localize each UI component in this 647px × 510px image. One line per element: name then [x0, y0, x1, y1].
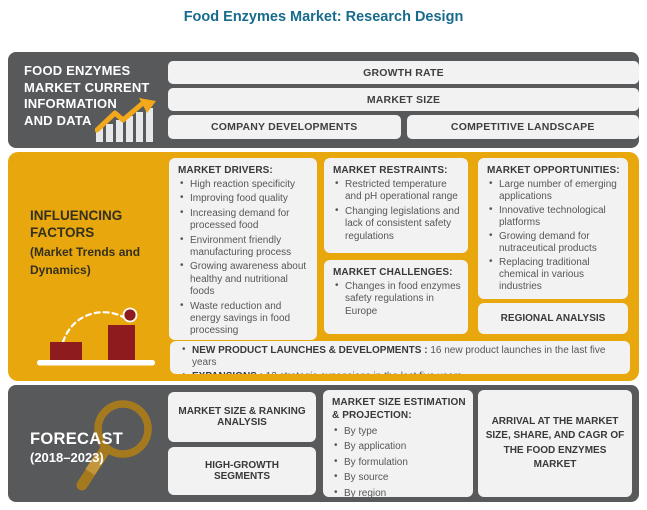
subheading-line: Dynamics): [30, 262, 91, 277]
list-item: By type: [332, 425, 466, 438]
item-text: 16 new product launches in the last five…: [192, 345, 606, 369]
market-restraints-list: Restricted temperature and pH operationa…: [333, 178, 461, 243]
box-label: ARRIVAL AT THE MARKET SIZE, SHARE, AND C…: [485, 415, 625, 471]
heading-line: INFORMATION: [24, 96, 117, 112]
market-challenges-list: Changes in food enzymes safety regulatio…: [333, 280, 461, 318]
box-label: MARKET SIZE & RANKING ANALYSIS: [178, 406, 306, 428]
activity-list: NEW PRODUCT LAUNCHES & DEVELOPMENTS : 16…: [180, 344, 622, 374]
list-item: Changing legislations and lack of consis…: [333, 205, 461, 243]
market-opportunities-card: MARKET OPPORTUNITIES: Large number of em…: [478, 158, 628, 299]
magnifying-glass-icon: [70, 393, 154, 498]
market-restraints-card: MARKET RESTRAINTS: Restricted temperatur…: [324, 158, 468, 253]
forecast-heading: FORECAST (2018–2023): [30, 429, 123, 467]
heading-line: FORECAST: [30, 430, 124, 448]
regional-analysis-box: REGIONAL ANALYSIS: [478, 303, 628, 334]
launches-expansions-card: NEW PRODUCT LAUNCHES & DEVELOPMENTS : 16…: [170, 341, 630, 374]
list-item: Large number of emerging applications: [487, 178, 621, 203]
card-title: MARKET OPPORTUNITIES:: [487, 165, 620, 176]
subheading-line: (Market Trends and: [30, 244, 141, 259]
list-item: Innovative technological platforms: [487, 204, 621, 229]
market-size-ranking-box: MARKET SIZE & RANKING ANALYSIS: [168, 392, 316, 442]
card-title: MARKET CHALLENGES:: [333, 267, 453, 278]
item-label: EXPANSIONS :: [192, 371, 263, 374]
list-item: By formulation: [332, 456, 466, 469]
list-item: NEW PRODUCT LAUNCHES & DEVELOPMENTS : 16…: [180, 344, 622, 370]
market-size-estimation-card: MARKET SIZE ESTIMATION & PROJECTION: By …: [323, 390, 473, 497]
card-title: MARKET SIZE ESTIMATION & PROJECTION:: [332, 397, 466, 421]
bar-chart-growth-icon: [94, 98, 157, 142]
growth-rate-box: GROWTH RATE: [168, 61, 639, 84]
list-item: Improving food quality: [178, 192, 310, 205]
market-drivers-card: MARKET DRIVERS: High reaction specificit…: [169, 158, 317, 340]
market-opportunities-list: Large number of emerging applications In…: [487, 178, 621, 293]
item-label: NEW PRODUCT LAUNCHES & DEVELOPMENTS :: [192, 345, 428, 356]
heading-line: AND DATA: [24, 112, 92, 128]
item-text: 13 strategic expansions in the last five…: [263, 371, 462, 374]
list-item: Increasing demand for processed food: [178, 207, 310, 233]
heading-line: FACTORS: [30, 224, 95, 240]
influencing-factors-heading: INFLUENCING FACTORS (Market Trends and D…: [30, 208, 140, 278]
list-item: By application: [332, 440, 466, 453]
company-developments-box: COMPANY DEVELOPMENTS: [168, 115, 401, 139]
heading-line: MARKET CURRENT: [24, 79, 150, 95]
section-forecast: FORECAST (2018–2023) MARKET SIZE & RANKI…: [8, 385, 639, 502]
list-item: Environment friendly manufacturing proce…: [178, 234, 310, 260]
competitive-landscape-box: COMPETITIVE LANDSCAPE: [406, 115, 639, 139]
list-item: By region: [332, 487, 466, 497]
list-item: Replacing traditional chemical in variou…: [487, 256, 621, 293]
heading-line: INFLUENCING: [30, 208, 123, 223]
section-current-information: FOOD ENZYMES MARKET CURRENT INFORMATION …: [8, 52, 639, 148]
market-challenges-card: MARKET CHALLENGES: Changes in food enzym…: [324, 260, 468, 334]
page-title: Food Enzymes Market: Research Design: [183, 9, 464, 25]
box-label: HIGH-GROWTH SEGMENTS: [205, 460, 279, 482]
market-size-box: MARKET SIZE: [168, 88, 639, 111]
high-growth-segments-box: HIGH-GROWTH SEGMENTS: [168, 447, 316, 495]
bouncing-ball-growth-icon: [33, 304, 161, 372]
arrival-market-size-box: ARRIVAL AT THE MARKET SIZE, SHARE, AND C…: [478, 390, 632, 497]
top-boxes: GROWTH RATE MARKET SIZE COMPANY DEVELOPM…: [168, 61, 639, 139]
list-item: By source: [332, 471, 466, 484]
list-item: EXPANSIONS : 13 strategic expansions in …: [180, 370, 622, 374]
list-item: Restricted temperature and pH operationa…: [333, 178, 461, 204]
subheading-line: (2018–2023): [30, 450, 104, 466]
list-item: Changes in food enzymes safety regulatio…: [333, 280, 461, 318]
market-drivers-list: High reaction specificity Improving food…: [178, 178, 310, 338]
card-title: MARKET DRIVERS:: [178, 165, 273, 176]
card-title: MARKET RESTRAINTS:: [333, 165, 448, 176]
section-current-information-heading: FOOD ENZYMES MARKET CURRENT INFORMATION …: [24, 63, 150, 130]
list-item: Waste reduction and energy savings in fo…: [178, 300, 310, 338]
list-item: Growing demand for nutraceutical product…: [487, 230, 621, 255]
section-influencing-factors: INFLUENCING FACTORS (Market Trends and D…: [8, 152, 639, 381]
heading-line: FOOD ENZYMES: [24, 63, 131, 78]
top-boxes-row: COMPANY DEVELOPMENTS COMPETITIVE LANDSCA…: [168, 115, 639, 139]
list-item: High reaction specificity: [178, 178, 310, 191]
estimation-list: By type By application By formulation By…: [332, 425, 466, 497]
list-item: Growing awareness about healthy and nutr…: [178, 260, 310, 298]
